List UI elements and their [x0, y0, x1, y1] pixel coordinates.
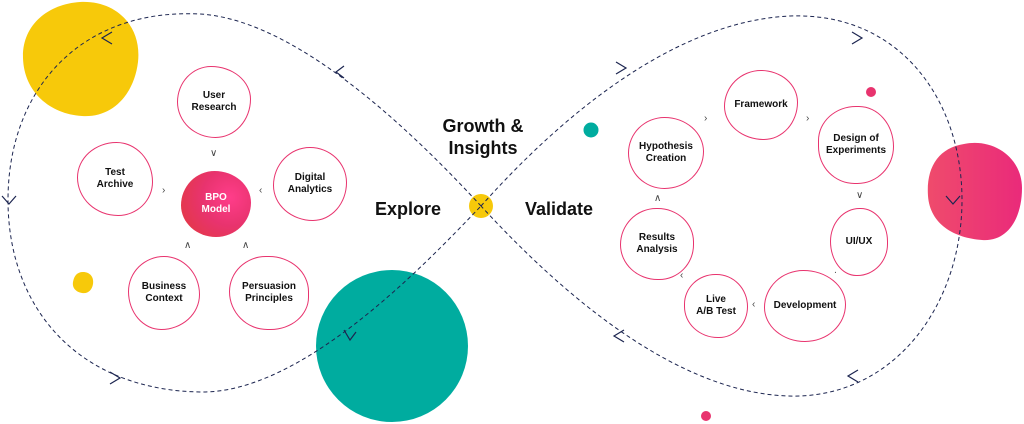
pink-blob-large-shape [927, 142, 1022, 241]
chevron-left-icon: ‹ [259, 185, 263, 196]
loop-right-lobe [480, 15, 963, 397]
chevron-down-icon: ∨ [856, 190, 864, 201]
chevron-down-left-icon: ∙ [834, 267, 837, 278]
loop-arrow-1 [100, 31, 113, 45]
chevron-right-icon: › [704, 113, 708, 124]
loop-arrow-5 [335, 65, 345, 79]
chevron-up-left-icon: ‹ [680, 270, 684, 281]
node-persuasion-principles: Persuasion Principles [229, 256, 309, 330]
node-digital-analytics-label: Digital Analytics [287, 172, 333, 195]
node-bpo-model-label: BPO Model [201, 192, 231, 215]
node-test-archive-label: Test Archive [96, 167, 134, 190]
node-design-of-experiments: Design of Experiments [818, 106, 894, 184]
node-test-archive: Test Archive [77, 142, 153, 216]
loop-arrow-2 [1, 195, 17, 205]
node-ui-ux: UI/UX [830, 208, 888, 276]
yellow-blob-large [22, 1, 139, 117]
chevron-up-icon: ∧ [654, 193, 662, 204]
teal-dot [583, 122, 599, 138]
loop-left-lobe [7, 13, 482, 393]
node-hypothesis-creation: Hypothesis Creation [628, 117, 704, 189]
teal-dot-shape [583, 122, 599, 138]
node-development: Development [764, 270, 846, 342]
teal-blob-large [316, 270, 468, 422]
pink-blob-large [927, 142, 1022, 241]
yellow-dot [72, 272, 94, 294]
pink-dot-top-shape [866, 87, 876, 97]
validate-label: Validate [524, 199, 594, 219]
node-persuasion-principles-label: Persuasion Principles [242, 281, 296, 304]
loop-arrow-4 [343, 329, 357, 342]
node-framework-label: Framework [734, 99, 788, 110]
chevron-right-icon: › [162, 185, 166, 196]
node-results-analysis-label: Results Analysis [636, 232, 678, 255]
chevron-down-icon: ∨ [210, 148, 218, 159]
chevron-up-icon: ∧ [184, 240, 192, 251]
chevron-up-icon: ∧ [242, 240, 250, 251]
yellow-dot-shape [72, 272, 94, 294]
loop-arrow-8 [945, 195, 961, 205]
pink-dot-top [866, 87, 876, 97]
node-design-of-experiments-label: Design of Experiments [825, 133, 887, 156]
node-business-context-label: Business Context [141, 281, 187, 304]
explore-label: Explore [374, 199, 442, 219]
loop-arrow-3 [109, 371, 122, 385]
node-digital-analytics: Digital Analytics [273, 147, 347, 221]
pink-dot-bottom [701, 411, 711, 421]
node-ui-ux-label: UI/UX [845, 236, 873, 247]
loop-arrow-6 [615, 61, 628, 75]
node-bpo-model: BPO Model [181, 171, 251, 237]
node-user-research: User Research [177, 66, 251, 138]
center-label: Growth & Insights [442, 116, 524, 158]
chevron-left-icon: ‹ [752, 299, 756, 310]
loop-arrow-9 [846, 369, 859, 383]
loop-arrow-7 [851, 31, 864, 45]
node-business-context: Business Context [128, 256, 200, 330]
chevron-right-icon: › [806, 113, 810, 124]
node-user-research-label: User Research [191, 90, 237, 113]
pink-dot-bottom-shape [701, 411, 711, 421]
node-live-ab-test: Live A/B Test [684, 274, 748, 338]
node-results-analysis: Results Analysis [620, 208, 694, 280]
yellow-blob-large-shape [22, 1, 139, 117]
teal-blob-large-shape [316, 270, 468, 422]
loop-arrow-10 [612, 329, 625, 343]
node-hypothesis-creation-label: Hypothesis Creation [639, 141, 693, 164]
node-development-label: Development [773, 300, 837, 311]
node-framework: Framework [724, 70, 798, 140]
node-live-ab-test-label: Live A/B Test [696, 294, 736, 317]
